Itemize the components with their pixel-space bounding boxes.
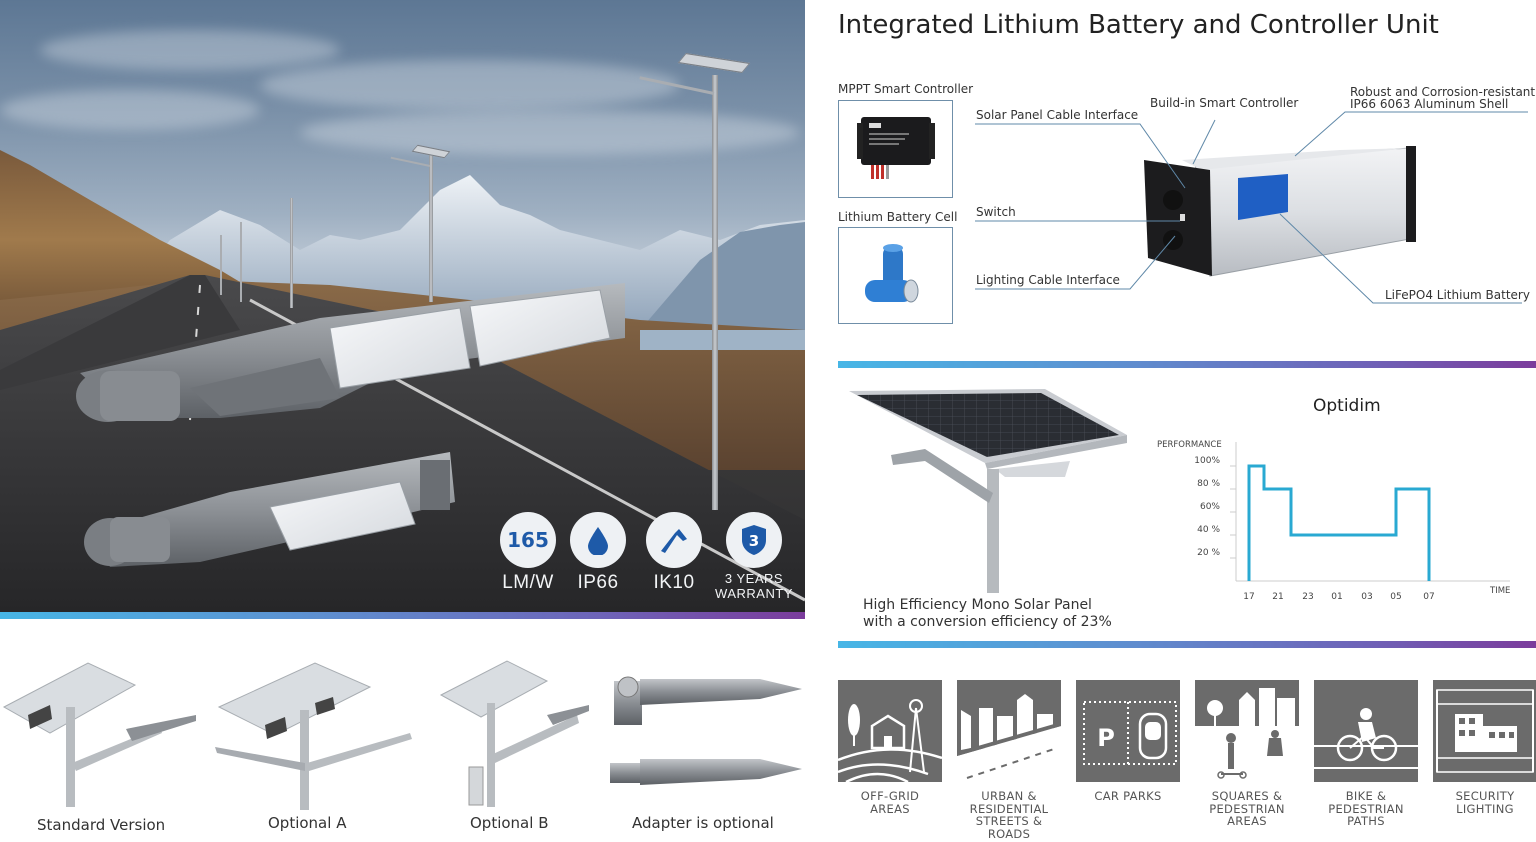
hammer-impact-icon [661, 529, 687, 553]
callout-lifepo4-battery: LiFePO4 Lithium Battery [1385, 288, 1530, 302]
chart-xlabel: TIME [1490, 586, 1511, 596]
performance-step-line [1247, 464, 1431, 581]
application-urban-streets: URBAN & RESIDENTIAL STREETS & ROADS [957, 680, 1061, 840]
mppt-controller-image [857, 117, 935, 179]
application-car-parks: P CAR PARKS [1076, 680, 1180, 803]
battery-cell-image [865, 244, 919, 303]
thumbnail-label-mppt: MPPT Smart Controller [838, 82, 974, 96]
car-park-icon: P [1083, 701, 1177, 765]
badge-label: 3 YEARS WARRANTY [715, 571, 793, 601]
badge-warranty: 3 3 YEARS WARRANTY [712, 512, 796, 601]
variant-label-adapter: Adapter is optional [632, 814, 774, 832]
chart-ylabel: PERFORMANCE [1157, 440, 1222, 450]
gradient-divider [0, 612, 805, 619]
badge-efficacy: 165 LM/W [490, 512, 566, 594]
gradient-divider [838, 361, 1536, 368]
badge-ik10: IK10 [636, 512, 712, 594]
standard-version-image [2, 662, 196, 807]
badge-label: LM/W [502, 572, 554, 593]
solar-panel-street-light-image [849, 389, 1127, 593]
pedestrian-square-icon [1195, 688, 1299, 782]
lumen-efficacy-icon: 165 [500, 512, 556, 568]
callout-lighting-cable: Lighting Cable Interface [976, 273, 1120, 287]
badge-ip66: IP66 [560, 512, 636, 594]
application-label: BIKE & PEDESTRIAN PATHS [1328, 789, 1404, 828]
spec-badges: 165 LM/W IP66 IK10 3 [490, 512, 800, 604]
application-label: OFF-GRID AREAS [860, 789, 920, 816]
badge-label: IK10 [653, 572, 695, 593]
cloud [260, 60, 680, 110]
callout-leader-lines [975, 111, 1528, 304]
urban-city-street-icon [957, 694, 1061, 782]
svg-text:3: 3 [749, 532, 759, 550]
application-squares-pedestrian: SQUARES & PEDESTRIAN AREAS [1195, 680, 1299, 828]
variant-label-optional-b: Optional B [470, 814, 549, 832]
application-label: SQUARES & PEDESTRIAN AREAS [1209, 789, 1285, 828]
street-light-pole [290, 198, 293, 308]
small-street-lamp-image [84, 452, 455, 567]
gradient-divider [838, 641, 1536, 648]
badge-label: IP66 [577, 572, 619, 593]
security-building-icon [1436, 689, 1534, 773]
application-label: SECURITY LIGHTING [1455, 789, 1515, 816]
thumbnail-label-battery-cell: Lithium Battery Cell [838, 210, 958, 224]
optional-a-image [215, 662, 412, 810]
battery-cell-thumbnail [838, 227, 953, 324]
cloud [40, 30, 340, 70]
mppt-controller-thumbnail [838, 100, 953, 198]
application-off-grid: OFF-GRID AREAS [838, 680, 942, 815]
water-drop-icon [588, 527, 608, 555]
variant-label-standard: Standard Version [37, 816, 166, 834]
off-grid-farm-icon [838, 699, 942, 782]
application-bike-paths: BIKE & PEDESTRIAN PATHS [1314, 680, 1418, 828]
bike-path-icon [1314, 708, 1418, 769]
chart-title: Optidim [1313, 396, 1381, 416]
large-street-lamp-image [76, 283, 625, 422]
adapter-image [610, 676, 802, 785]
battery-controller-unit-image [1144, 146, 1416, 277]
page-title: Integrated Lithium Battery and Controlle… [838, 10, 1439, 40]
optidim-chart: PERFORMANCE 100% 80 % 60% 40 % 20 % 17 2… [1150, 430, 1530, 610]
solar-panel-caption: High Efficiency Mono Solar Panel with a … [863, 597, 1112, 630]
street-light-pole [429, 152, 433, 302]
callout-aluminum-shell: Robust and Corrosion-resistant IP66 6063… [1350, 85, 1536, 111]
cloud [0, 90, 260, 130]
variant-label-optional-a: Optional A [268, 814, 347, 832]
y-axis-ticks: 100% 80 % 60% 40 % 20 % [1194, 456, 1220, 558]
callout-switch: Switch [976, 205, 1016, 219]
chart-plot-area [1230, 442, 1510, 582]
hero-product-photo: 165 LM/W IP66 IK10 3 [0, 0, 805, 613]
optional-b-image [439, 660, 589, 807]
street-light-pole [712, 75, 718, 510]
application-security-lighting: SECURITY LIGHTING [1433, 680, 1536, 815]
application-label: CAR PARKS [1094, 789, 1162, 803]
callout-solar-panel-cable: Solar Panel Cable Interface [976, 108, 1139, 122]
svg-text:P: P [1097, 724, 1115, 752]
street-light-pole [240, 222, 242, 302]
shield-warranty-icon: 3 [742, 525, 766, 555]
street-light-pole [220, 235, 222, 295]
callout-build-in-controller: Build-in Smart Controller [1150, 96, 1299, 110]
application-label: URBAN & RESIDENTIAL STREETS & ROADS [969, 789, 1049, 841]
